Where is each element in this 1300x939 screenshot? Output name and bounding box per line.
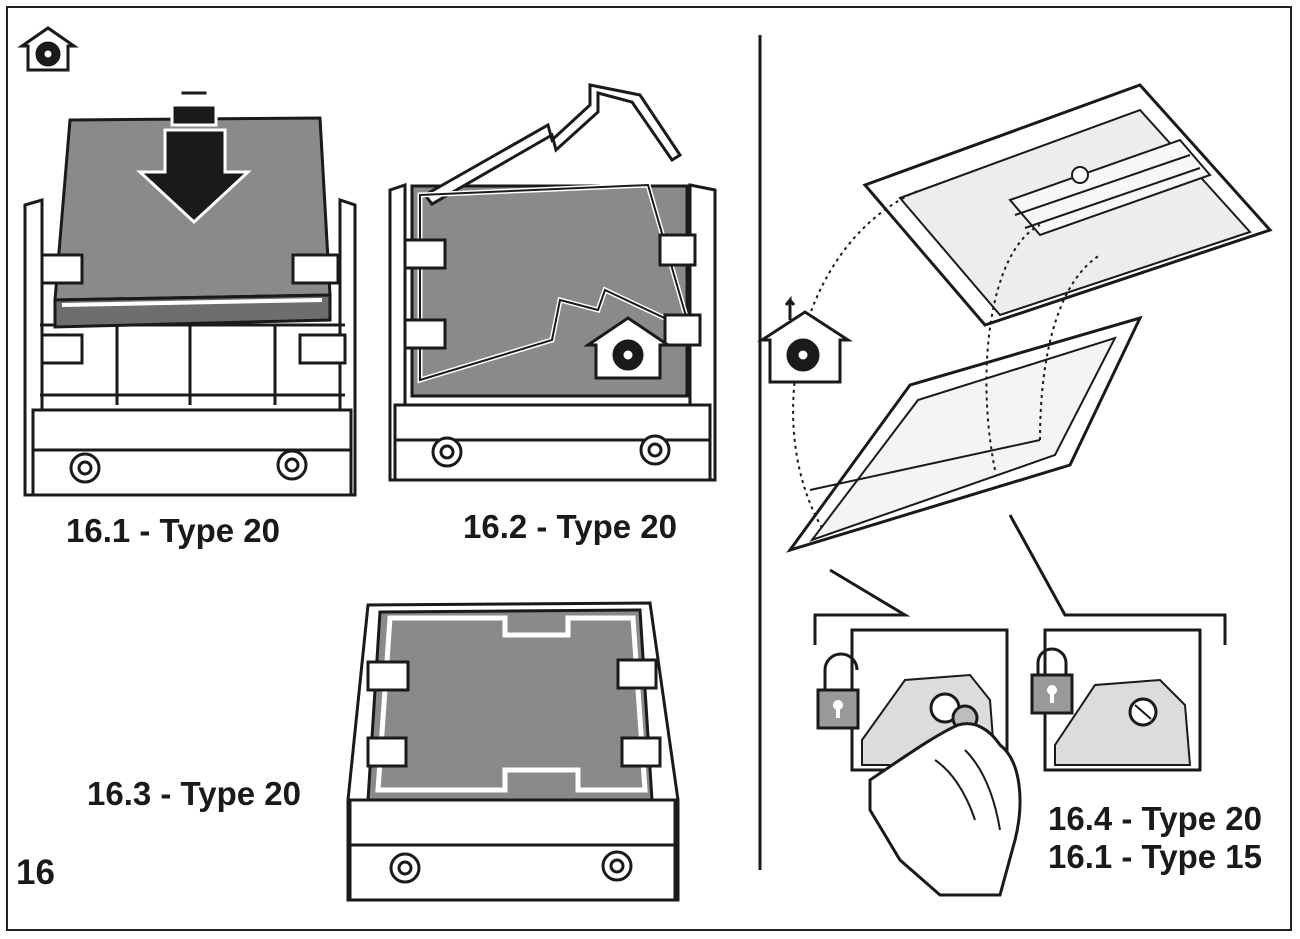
recirculation-house-icon-16-2: [583, 316, 673, 380]
clips-16-3: [366, 658, 662, 768]
screws-16-2: [431, 434, 671, 468]
padlock-open-icon: [816, 652, 860, 730]
hand-illustration: [868, 722, 1022, 897]
filter-panel-grease: [786, 315, 1143, 553]
arrow-down-icon: [136, 88, 252, 225]
caption-16-3-type-20: 16.3 - Type 20: [87, 775, 302, 812]
figure-number: 16: [16, 853, 55, 892]
hood-underside: [862, 83, 1273, 327]
clips-16-2: [403, 233, 702, 350]
caption-16-1-type-15: 16.1 - Type 15: [1048, 838, 1263, 875]
figure-frame: [6, 6, 1292, 931]
screws-16-1: [69, 449, 308, 484]
screws-16-3: [389, 850, 633, 884]
caption-16-2-type-20: 16.2 - Type 20: [463, 508, 678, 545]
caption-16-1-type-20: 16.1 - Type 20: [66, 512, 281, 549]
clips-16-1: [40, 253, 347, 365]
ducted-house-icon: [756, 295, 854, 384]
caption-16-4-type-20: 16.4 - Type 20: [1048, 800, 1263, 837]
filter-16-3: [366, 608, 654, 802]
recirculation-house-icon: [17, 26, 79, 72]
callout-lines: [813, 514, 1227, 645]
padlock-closed-icon: [1030, 647, 1074, 715]
